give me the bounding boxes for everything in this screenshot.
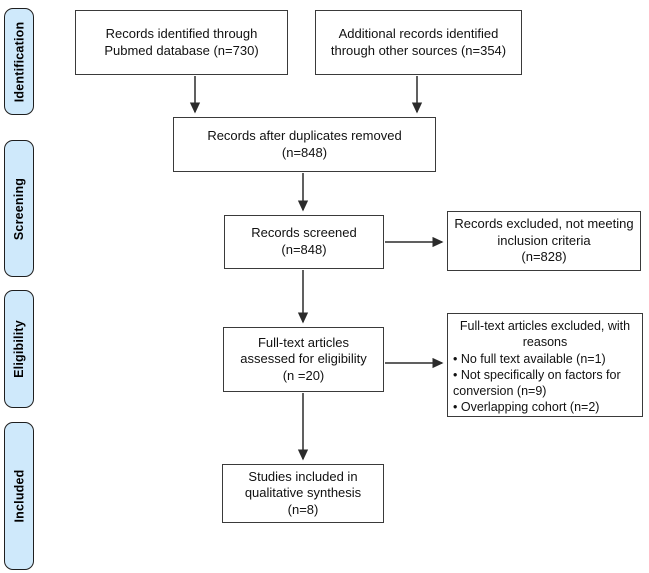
stage-identification-label: Identification <box>12 21 27 102</box>
stage-included: Included <box>4 422 34 570</box>
box-fulltext-assessed: Full-text articles assessed for eligibil… <box>223 327 384 392</box>
box-studies-included-text: Studies included in qualitative synthesi… <box>244 468 362 517</box>
stage-eligibility: Eligibility <box>4 290 34 408</box>
stage-eligibility-label: Eligibility <box>12 320 27 378</box>
box-records-screened-text: Records screened (n=848) <box>251 225 357 257</box>
box-additional-records-other-sources: Additional records identified through ot… <box>315 10 522 75</box>
fulltext-excluded-reason-1: • No full text available (n=1) <box>453 351 606 366</box>
box-fulltext-assessed-text: Full-text articles assessed for eligibil… <box>240 334 367 383</box>
box-records-after-duplicates-text: Records after duplicates removed (n=848) <box>207 127 402 160</box>
box-fulltext-excluded-heading: Full-text articles excluded, with reason… <box>459 319 631 350</box>
box-records-after-duplicates: Records after duplicates removed (n=848) <box>173 117 436 172</box>
box-records-identified-pubmed-text: Records identified through Pubmed databa… <box>104 25 259 58</box>
stage-screening-label: Screening <box>12 177 26 240</box>
box-records-screened: Records screened (n=848) <box>224 215 384 269</box>
stage-included-label: Included <box>12 469 26 523</box>
box-additional-records-other-sources-text: Additional records identified through ot… <box>330 25 507 58</box>
box-records-identified-pubmed: Records identified through Pubmed databa… <box>75 10 288 75</box>
stage-screening: Screening <box>4 140 34 277</box>
box-records-excluded: Records excluded, not meeting inclusion … <box>447 211 641 271</box>
fulltext-excluded-reason-3: • Overlapping cohort (n=2) <box>453 400 600 415</box>
stage-identification: Identification <box>4 8 34 115</box>
box-records-excluded-text: Records excluded, not meeting inclusion … <box>454 216 634 265</box>
fulltext-excluded-reason-2: • Not specifically on factors for conver… <box>453 367 621 398</box>
box-studies-included: Studies included in qualitative synthesi… <box>222 464 384 523</box>
box-fulltext-excluded: Full-text articles excluded, with reason… <box>447 313 643 417</box>
